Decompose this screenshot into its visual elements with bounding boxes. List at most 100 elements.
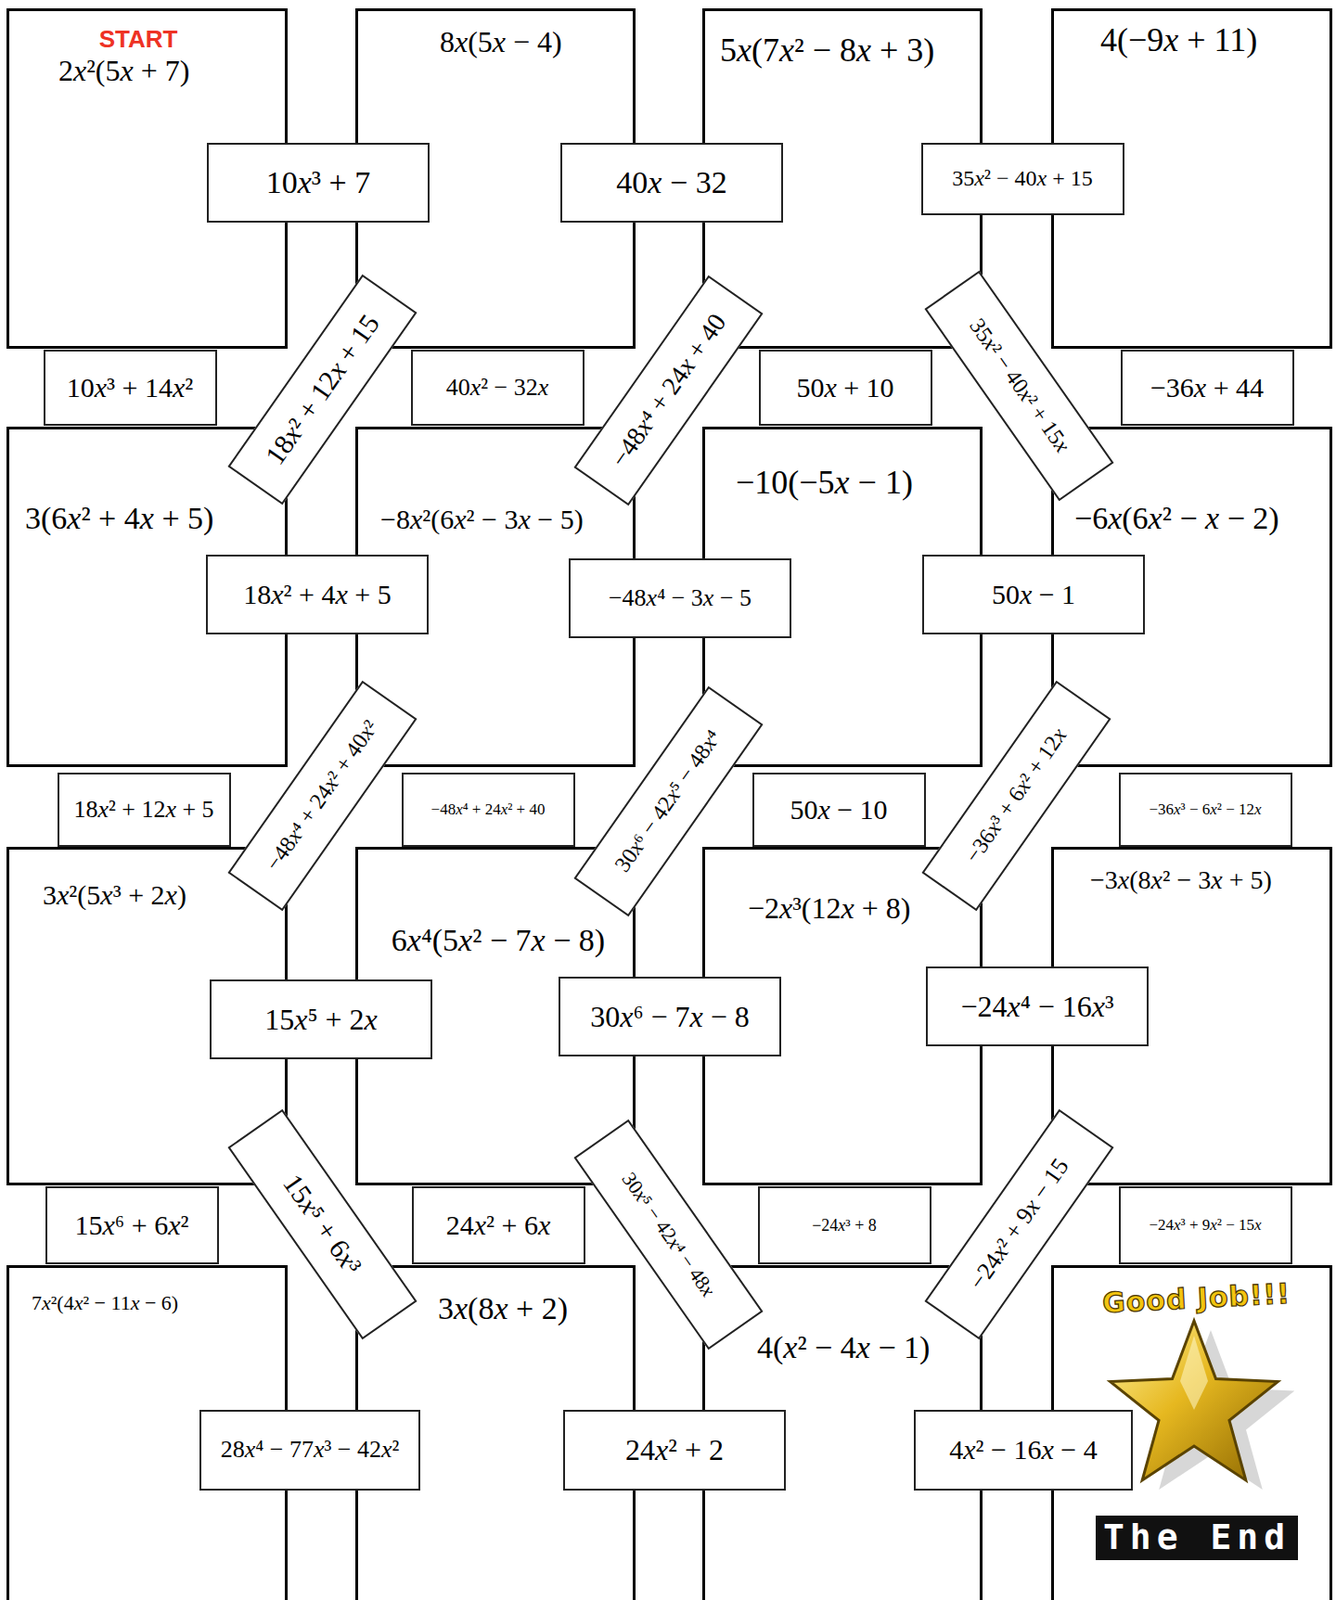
text-slot: 6x⁴(5x² − 7x − 8) (391, 922, 605, 959)
text-slot: −3x(8x² − 3x + 5) (1090, 865, 1272, 896)
text-slot: The End (1095, 1515, 1298, 1561)
answer-text: −36x + 44 (1150, 372, 1264, 405)
answer-box: 50x − 1 (922, 554, 1145, 635)
answer-text: 15x⁵ + 6x³ (276, 1169, 369, 1282)
answer-text: 10x³ + 14x² (66, 372, 194, 405)
expression-text: 3x(8x + 2) (437, 1290, 568, 1327)
answer-box: 15x⁵ + 6x³ (227, 1109, 417, 1341)
answer-text: 15x⁵ + 2x (264, 1002, 378, 1038)
answer-text: 40x² − 32x (446, 373, 550, 402)
answer-box: 15x⁵ + 2x (209, 979, 433, 1060)
expression-text: 2x²(5x + 7) (58, 53, 190, 89)
answer-text: −24x³ + 9x² − 15x (1148, 1216, 1261, 1235)
text-slot: −2x³(12x + 8) (747, 891, 911, 926)
expression-text: 7x²(4x² − 11x − 6) (31, 1291, 179, 1315)
expression-text: 6x⁴(5x² − 7x − 8) (391, 922, 605, 959)
expression-text: 5x(7x² − 8x + 3) (719, 31, 935, 70)
expression-text: −8x²(6x² − 3x − 5) (380, 503, 584, 537)
answer-box: 50x − 10 (752, 772, 926, 848)
answer-text: 30x⁵ − 42x⁴ − 48x (616, 1168, 720, 1301)
answer-text: 28x⁴ − 77x³ − 42x² (220, 1436, 400, 1465)
expression-text: 3(6x² + 4x + 5) (25, 500, 214, 537)
text-slot: Good Job!!! (1102, 1283, 1291, 1316)
answer-box: 18x² + 12x + 5 (57, 772, 232, 848)
answer-text: 18x² + 12x + 5 (73, 796, 214, 824)
answer-box: 24x² + 6x (411, 1186, 586, 1265)
answer-box: −36x³ − 6x² − 12x (1118, 772, 1293, 848)
answer-box: 10x³ + 7 (206, 142, 430, 223)
answer-box: −24x³ + 9x² − 15x (1118, 1186, 1293, 1265)
expression-text: −2x³(12x + 8) (747, 891, 911, 926)
start-label: START (99, 25, 179, 54)
answer-box: 30x⁵ − 42x⁴ − 48x (573, 1119, 763, 1351)
answer-text: 30x⁶ − 7x − 8 (590, 1000, 750, 1035)
text-slot: 3x(8x + 2) (437, 1290, 568, 1327)
text-slot: −6x(6x² − x − 2) (1074, 500, 1280, 537)
answer-text: 40x − 32 (616, 164, 727, 201)
answer-box: 24x² + 2 (563, 1410, 786, 1491)
answer-box: 30x⁶ − 7x − 8 (558, 976, 782, 1057)
answer-text: −24x³ + 8 (811, 1216, 877, 1236)
answer-box: 35x² − 40x² + 15x (924, 270, 1114, 502)
end-label: The End (1095, 1515, 1298, 1561)
answer-text: 35x² − 40x + 15 (951, 166, 1093, 193)
answer-box: −48x⁴ + 24x² + 40 (401, 772, 576, 848)
answer-box: −48x⁴ + 24x + 40 (573, 275, 763, 507)
text-slot: −8x²(6x² − 3x − 5) (380, 503, 584, 537)
answer-text: −36x³ − 6x² − 12x (1148, 800, 1261, 820)
good-job-text: Good Job!!! (1102, 1278, 1293, 1321)
expression-text: 8x(5x − 4) (439, 25, 563, 60)
answer-box: −36x + 44 (1120, 349, 1295, 426)
answer-text: −24x⁴ − 16x³ (960, 989, 1114, 1025)
answer-text: −48x⁴ + 24x² + 40x² (260, 716, 384, 877)
expression-text: 4(−9x + 11) (1100, 21, 1258, 60)
answer-text: 50x − 10 (789, 794, 887, 827)
text-slot: −10(−5x − 1) (735, 463, 913, 502)
text-slot: 3x²(5x³ + 2x) (42, 879, 187, 913)
expression-text: 4(x² − 4x − 1) (757, 1329, 930, 1366)
answer-box: 40x² − 32x (411, 349, 585, 426)
answer-text: 24x² + 6x (446, 1209, 552, 1243)
answer-box: 10x³ + 14x² (43, 349, 218, 426)
expression-text: −6x(6x² − x − 2) (1074, 500, 1280, 537)
answer-box: 40x − 32 (560, 142, 784, 223)
text-slot: 4(x² − 4x − 1) (757, 1329, 930, 1366)
answer-text: 30x⁶ − 42x⁵ − 48x⁴ (609, 725, 727, 877)
answer-text: −48x⁴ + 24x² + 40 (431, 800, 546, 820)
answer-box: −24x² + 9x − 15 (924, 1109, 1114, 1341)
gold-star (1110, 1321, 1279, 1481)
expression-text: −3x(8x² − 3x + 5) (1090, 865, 1272, 896)
star-highlight (1180, 1336, 1208, 1411)
answer-box: −24x⁴ − 16x³ (925, 966, 1149, 1047)
answer-box: −48x⁴ + 24x² + 40x² (227, 680, 417, 913)
expression-text: −10(−5x − 1) (735, 463, 913, 502)
answer-text: 50x − 1 (991, 578, 1076, 612)
answer-box: −36x³ + 6x² + 12x (921, 680, 1111, 913)
answer-text: −48x⁴ + 24x + 40 (603, 308, 733, 473)
answer-box: −24x³ + 8 (757, 1186, 932, 1265)
text-slot: 5x(7x² − 8x + 3) (719, 31, 935, 70)
answer-box: 4x² − 16x − 4 (913, 1410, 1133, 1491)
answer-text: 50x + 10 (796, 372, 894, 405)
answer-box: 28x⁴ − 77x³ − 42x² (199, 1410, 421, 1491)
text-slot: 4(−9x + 11) (1100, 21, 1258, 60)
answer-text: 4x² − 16x − 4 (949, 1434, 1098, 1467)
answer-box: 18x² + 4x + 5 (205, 554, 429, 635)
answer-text: 10x³ + 7 (266, 164, 371, 201)
text-slot: 2x²(5x + 7) (58, 53, 190, 89)
answer-box: 30x⁶ − 42x⁵ − 48x⁴ (573, 686, 763, 918)
text-slot: 8x(5x − 4) (439, 25, 563, 60)
text-slot: START (99, 25, 179, 54)
answer-text: 18x² + 12x + 15 (258, 308, 386, 471)
answer-box: 15x⁶ + 6x² (45, 1186, 219, 1265)
answer-text: −48x⁴ − 3x − 5 (608, 584, 752, 613)
expression-text: 3x²(5x³ + 2x) (42, 879, 187, 913)
answer-text: 15x⁶ + 6x² (74, 1209, 189, 1243)
answer-box: 35x² − 40x + 15 (921, 142, 1125, 216)
answer-text: 24x² + 2 (625, 1433, 724, 1468)
answer-box: 18x² + 12x + 15 (227, 274, 417, 506)
answer-box: 50x + 10 (758, 349, 933, 426)
text-slot: 3(6x² + 4x + 5) (25, 500, 214, 537)
text-slot: 7x²(4x² − 11x − 6) (31, 1291, 179, 1315)
